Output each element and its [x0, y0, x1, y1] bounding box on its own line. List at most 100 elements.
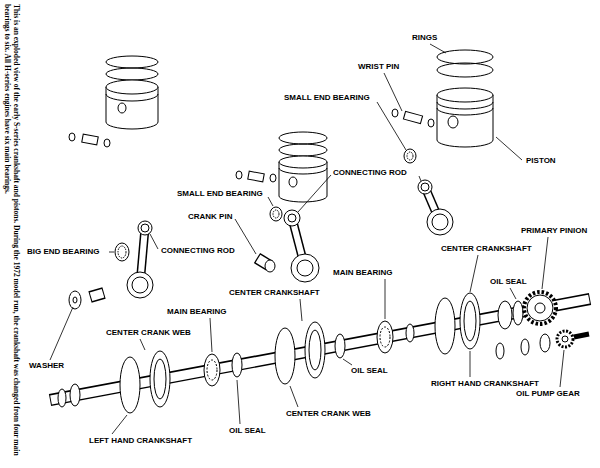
main-bearing [204, 354, 220, 386]
part-label: BIG END BEARING [26, 247, 100, 257]
piston-ring [437, 63, 493, 77]
wrist-pin [404, 115, 422, 120]
part-label: CENTER CRANKSHAFT [228, 288, 321, 298]
washer [406, 324, 414, 342]
main-bearing [498, 301, 512, 329]
crank-web [120, 357, 140, 413]
leader-line [470, 255, 478, 292]
crank-web [275, 328, 295, 384]
leader-line [384, 73, 402, 111]
pin-clip [428, 119, 434, 127]
wrist-pin [249, 175, 263, 178]
crank-web [305, 322, 325, 378]
connecting-rod [418, 180, 432, 194]
wrist-pin [82, 138, 98, 141]
piston-ring [106, 56, 158, 68]
oil-pump-gear [557, 331, 573, 347]
leader-line [430, 44, 446, 53]
oil-seal [335, 334, 345, 358]
pin-clip [69, 133, 75, 141]
crank-web [150, 351, 170, 407]
part-label: SMALL END BEARING [176, 189, 264, 199]
part-label: CENTER CRANK WEB [105, 328, 192, 338]
piston [437, 95, 493, 147]
leader-line [290, 386, 298, 407]
leader-line [298, 175, 331, 212]
oil-pump-shaft [574, 334, 589, 337]
piston [279, 156, 327, 168]
connecting-rod [421, 183, 429, 191]
leader-line [235, 219, 256, 254]
caption: This is an exploded view of the early S-… [3, 4, 21, 466]
wrist-pin [83, 138, 97, 141]
needle-bearing [118, 246, 126, 258]
leader-line [268, 197, 273, 206]
crank-pin [91, 293, 103, 297]
piston [437, 108, 493, 115]
piston [279, 168, 327, 174]
part-label: SMALL END BEARING [283, 93, 371, 103]
crank-pin [90, 293, 104, 297]
oil-pump-gear [562, 336, 568, 342]
needle-bearing [273, 210, 279, 218]
leader-line [210, 318, 212, 352]
connecting-rod [138, 221, 152, 235]
primary-pinion [535, 303, 545, 313]
piston-ring [106, 68, 158, 80]
piston [448, 116, 458, 128]
oil-seal [513, 301, 523, 325]
leader-line [150, 234, 158, 249]
leader-line [140, 339, 145, 350]
part-label: CENTER CRANK WEB [285, 409, 372, 419]
part-label: PISTON [525, 156, 557, 166]
part-label: WRIST PIN [357, 62, 400, 72]
needle-bearing [115, 243, 129, 261]
connecting-rod [432, 214, 448, 230]
washer [521, 339, 529, 355]
wrist-pin [405, 115, 421, 119]
piston [118, 103, 126, 113]
part-label: WASHER [28, 361, 65, 371]
connecting-rod [427, 209, 453, 235]
part-label: PRIMARY PINION [520, 226, 588, 236]
part-label: CENTER CRANKSHAFT [440, 244, 533, 254]
part-label: LEFT HAND CRANKSHAFT [88, 436, 193, 446]
part-label: MAIN BEARING [166, 307, 228, 317]
part-label: OIL SEAL [489, 277, 528, 287]
primary-pinion [524, 292, 556, 324]
connecting-rod [291, 254, 319, 282]
connecting-rod [127, 272, 153, 298]
main-bearing [380, 327, 390, 347]
part-label: OIL SEAL [350, 366, 389, 376]
piston [437, 88, 493, 102]
part-label: RINGS [411, 33, 438, 43]
leader-line [419, 176, 421, 181]
leader-line [50, 307, 73, 360]
leader-line [496, 137, 522, 160]
part-label: OIL PUMP GEAR [515, 389, 581, 399]
pin-clip [392, 109, 398, 117]
leader-line [343, 359, 352, 365]
wrist-pin [248, 175, 264, 178]
leader-line [542, 237, 548, 289]
leader-line [109, 252, 114, 253]
leader-line [300, 299, 302, 321]
crank-web [435, 298, 455, 354]
part-label: CONNECTING ROD [332, 168, 408, 178]
leader-line [385, 279, 386, 319]
piston [106, 94, 158, 101]
washer [496, 343, 504, 359]
crank-pin [265, 260, 275, 272]
part-label: CRANK PIN [187, 212, 233, 222]
main-bearing [207, 360, 217, 380]
piston [437, 102, 493, 109]
crank-web [460, 293, 480, 349]
piston-ring [437, 50, 493, 64]
primary-pinion [527, 295, 553, 321]
washer [73, 297, 77, 303]
piston-ring [279, 144, 327, 156]
crank-web [309, 330, 321, 370]
crank-web [464, 301, 476, 341]
crank-web [154, 359, 166, 399]
pin-clip [104, 139, 110, 147]
